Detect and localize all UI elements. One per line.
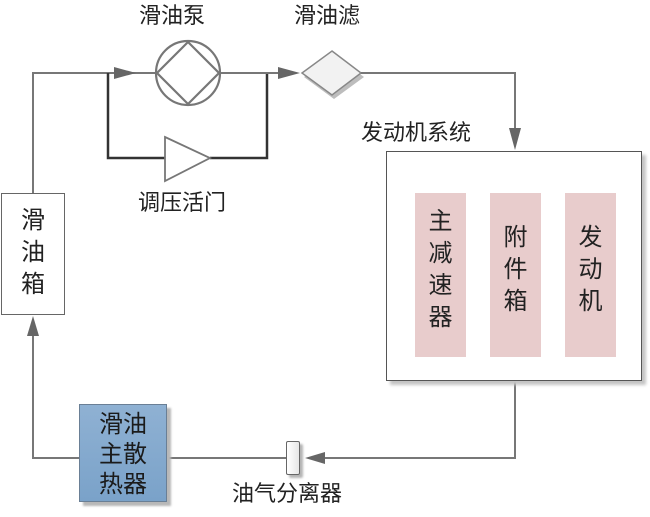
pipe-cooler-to-tank xyxy=(32,336,79,459)
component-char: 机 xyxy=(578,287,603,315)
component-engine: 发 动 机 xyxy=(565,193,616,357)
main-cooler-box: 滑油 主散 热器 xyxy=(79,404,167,502)
engine-system-label: 发动机系统 xyxy=(361,121,472,146)
oil-tank-text: 滑 油 箱 xyxy=(2,204,64,300)
arrow-head-separator xyxy=(305,452,325,464)
component-char: 速 xyxy=(428,271,453,299)
main-cooler-line: 滑油 xyxy=(99,410,147,438)
component-char: 减 xyxy=(428,239,453,267)
oil-tank-char: 箱 xyxy=(21,270,45,298)
air-oil-separator-icon xyxy=(286,441,300,475)
arrow-head-engine xyxy=(509,128,521,150)
component-char: 箱 xyxy=(503,287,528,315)
pipe-bypass xyxy=(106,73,165,160)
component-char: 件 xyxy=(503,255,528,283)
component-text: 主 减 速 器 xyxy=(415,205,466,333)
component-accessory-gearbox: 附 件 箱 xyxy=(490,193,541,357)
pipe-tank-to-pump xyxy=(32,72,108,193)
component-char: 发 xyxy=(578,223,603,251)
filter-diamond-icon xyxy=(300,50,363,96)
valve-triangle-icon xyxy=(164,135,213,183)
pipe-bypass-out xyxy=(210,73,269,160)
arrow-head-tank xyxy=(27,316,39,336)
component-char: 器 xyxy=(428,303,453,331)
main-cooler-line: 热器 xyxy=(99,470,147,498)
component-text: 附 件 箱 xyxy=(490,221,541,317)
oil-tank-box: 滑 油 箱 xyxy=(1,193,65,315)
pipe-engine-to-separator xyxy=(322,381,516,459)
oil-tank-char: 滑 xyxy=(21,206,45,234)
main-cooler-line: 主散 xyxy=(99,440,147,468)
component-char: 动 xyxy=(578,255,603,283)
pressure-valve-label: 调压活门 xyxy=(138,191,227,216)
component-char: 附 xyxy=(503,223,528,251)
oil-filter-label: 滑油滤 xyxy=(294,4,361,29)
oil-tank-char: 油 xyxy=(21,238,45,266)
pump-icon xyxy=(154,39,222,107)
component-char: 主 xyxy=(428,207,453,235)
separator-label: 油气分离器 xyxy=(232,482,343,507)
oil-pump-label: 滑油泵 xyxy=(139,4,206,29)
component-main-reducer: 主 减 速 器 xyxy=(415,193,466,357)
main-cooler-text: 滑油 主散 热器 xyxy=(80,409,166,499)
component-text: 发 动 机 xyxy=(565,221,616,317)
pipe-filter-to-engine xyxy=(361,72,516,128)
arrow-head-pump xyxy=(114,67,136,79)
arrow-head-filter xyxy=(278,67,300,79)
